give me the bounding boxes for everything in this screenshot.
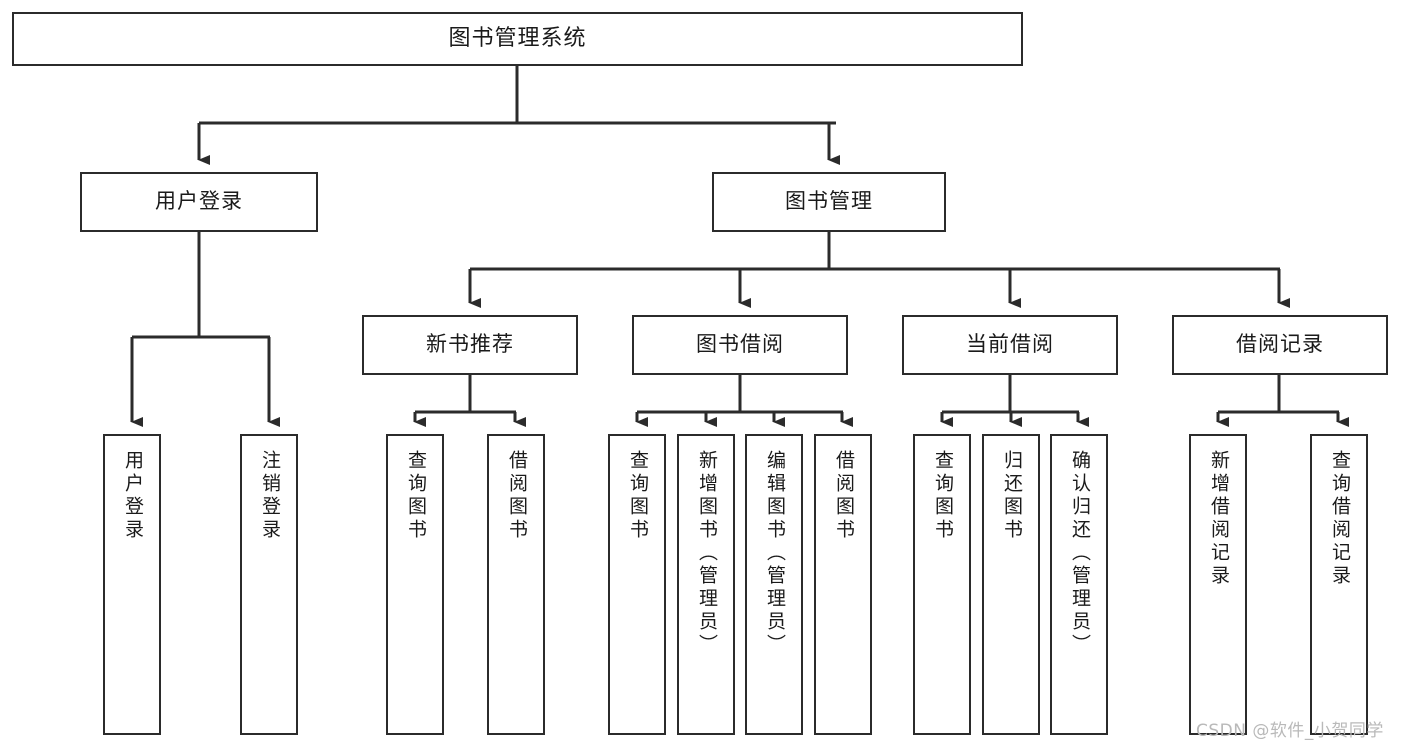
node-label: 借阅记录 bbox=[1236, 332, 1324, 357]
node-borrow-record[interactable]: 借阅记录 bbox=[1172, 315, 1388, 375]
node-book-borrow[interactable]: 图书借阅 bbox=[632, 315, 848, 375]
node-label: 查询图书 bbox=[626, 450, 649, 542]
node-label: 查询借阅记录 bbox=[1328, 450, 1351, 588]
node-label: 注销登录 bbox=[258, 450, 281, 542]
leaf-edit-book-admin[interactable]: 编辑图书（管理员） bbox=[745, 434, 803, 735]
node-label: 编辑图书（管理员） bbox=[763, 450, 786, 657]
leaf-user-logout[interactable]: 注销登录 bbox=[240, 434, 298, 735]
node-label: 用户登录 bbox=[121, 450, 144, 542]
node-label: 用户登录 bbox=[155, 189, 243, 214]
node-label: 图书借阅 bbox=[696, 332, 784, 357]
leaf-borrow-book-recommend[interactable]: 借阅图书 bbox=[487, 434, 545, 735]
leaf-query-book-recommend[interactable]: 查询图书 bbox=[386, 434, 444, 735]
node-label: 归还图书 bbox=[1000, 450, 1023, 542]
leaf-borrow-book[interactable]: 借阅图书 bbox=[814, 434, 872, 735]
node-book-management[interactable]: 图书管理 bbox=[712, 172, 946, 232]
node-label: 新书推荐 bbox=[426, 332, 514, 357]
leaf-add-book-admin[interactable]: 新增图书（管理员） bbox=[677, 434, 735, 735]
node-label: 新增图书（管理员） bbox=[695, 450, 718, 657]
node-label: 查询图书 bbox=[404, 450, 427, 542]
node-new-book-recommend[interactable]: 新书推荐 bbox=[362, 315, 578, 375]
leaf-query-borrow-record[interactable]: 查询借阅记录 bbox=[1310, 434, 1368, 735]
node-current-borrow[interactable]: 当前借阅 bbox=[902, 315, 1118, 375]
leaf-add-borrow-record[interactable]: 新增借阅记录 bbox=[1189, 434, 1247, 735]
node-label: 当前借阅 bbox=[966, 332, 1054, 357]
node-label: 借阅图书 bbox=[832, 450, 855, 542]
node-label: 查询图书 bbox=[931, 450, 954, 542]
leaf-query-book-borrow[interactable]: 查询图书 bbox=[608, 434, 666, 735]
node-label: 新增借阅记录 bbox=[1207, 450, 1230, 588]
node-label: 借阅图书 bbox=[505, 450, 528, 542]
node-root-system[interactable]: 图书管理系统 bbox=[12, 12, 1023, 66]
leaf-confirm-return-admin[interactable]: 确认归还（管理员） bbox=[1050, 434, 1108, 735]
node-label: 确认归还（管理员） bbox=[1068, 450, 1091, 657]
node-user-login[interactable]: 用户登录 bbox=[80, 172, 318, 232]
node-label: 图书管理 bbox=[785, 189, 873, 214]
leaf-user-login[interactable]: 用户登录 bbox=[103, 434, 161, 735]
node-label: 图书管理系统 bbox=[448, 25, 587, 51]
leaf-query-book-current[interactable]: 查询图书 bbox=[913, 434, 971, 735]
watermark: CSDN @软件_小贺同学 bbox=[1196, 721, 1384, 741]
leaf-return-book[interactable]: 归还图书 bbox=[982, 434, 1040, 735]
